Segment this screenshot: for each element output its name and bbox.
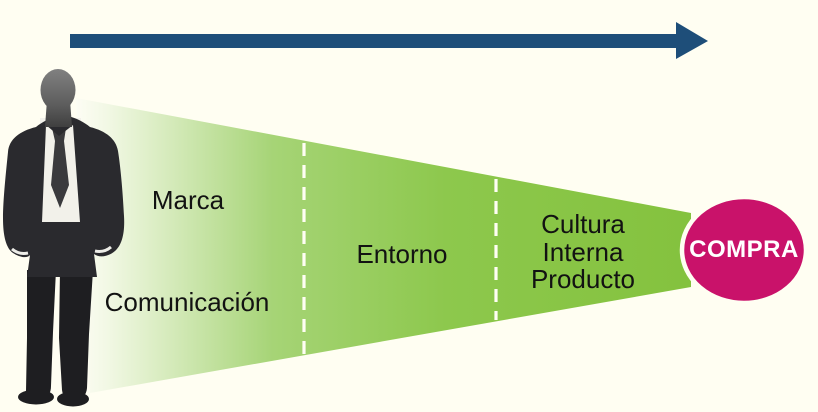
businessman-silhouette-icon — [3, 69, 125, 407]
compra-circle — [679, 194, 809, 306]
stage3-label-producto: Producto — [530, 264, 636, 294]
stage1-label-marca: Marca — [151, 185, 225, 215]
stage3-label-cultura: Cultura — [541, 209, 625, 239]
compra-label: COMPRA — [689, 236, 799, 263]
arrow-right-icon — [70, 22, 708, 59]
stage1-label-comunicacion: Comunicación — [104, 287, 270, 317]
stage2-label-entorno: Entorno — [356, 239, 448, 269]
stage3-label-interna: Interna — [542, 236, 624, 267]
funnel-shape — [76, 98, 691, 393]
stage3-label-group: Cultura Interna Producto — [503, 209, 663, 294]
